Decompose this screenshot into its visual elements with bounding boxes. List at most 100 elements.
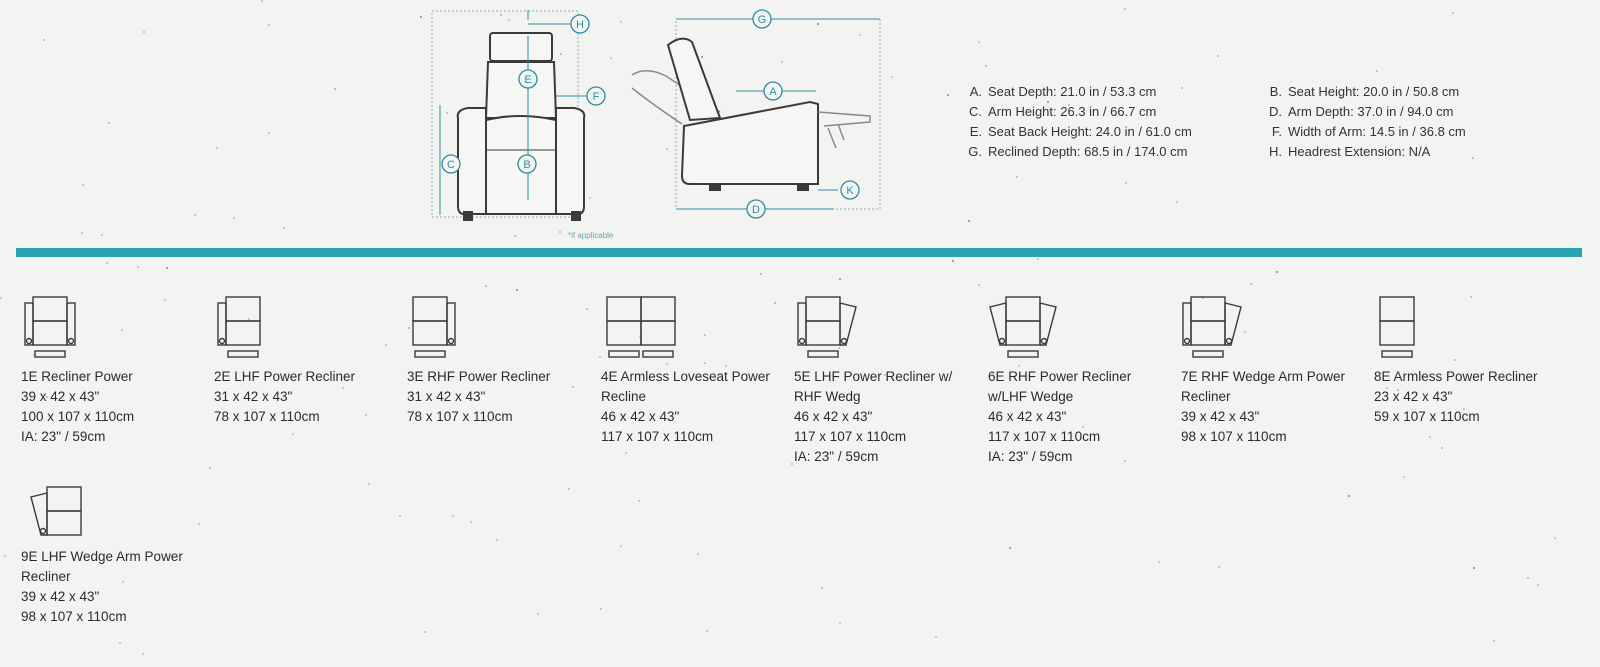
paper-speck <box>1082 426 1084 428</box>
paper-speck <box>1181 87 1183 89</box>
paper-speck <box>292 433 294 435</box>
paper-speck <box>1218 566 1220 568</box>
paper-speck <box>446 112 448 114</box>
paper-speck <box>968 220 970 222</box>
module-6e[interactable]: 6E RHF Power Recliner w/LHF Wedge 46 x 4… <box>988 295 1173 467</box>
module-1e[interactable]: 1E Recliner Power 39 x 42 x 43" 100 x 10… <box>21 295 206 447</box>
module-name: 3E RHF Power Recliner <box>407 369 551 384</box>
paper-speck <box>985 65 987 67</box>
paper-speck <box>46 396 48 398</box>
front-view-drawing <box>431 10 586 221</box>
paper-speck <box>1244 331 1246 333</box>
paper-speck <box>81 232 83 234</box>
spec-item-c: C.Arm Height: 26.3 in / 66.7 cm <box>969 104 1157 119</box>
paper-speck <box>0 297 2 299</box>
paper-speck <box>1382 151 1384 153</box>
svg-text:A: A <box>769 86 777 98</box>
module-4e[interactable]: 4E Armless Loveseat Power Recline 46 x 4… <box>601 295 786 447</box>
paper-speck <box>137 266 139 268</box>
paper-speck <box>559 231 561 233</box>
paper-speck <box>1537 584 1539 586</box>
marker-f: F <box>586 86 606 106</box>
paper-speck <box>1101 132 1103 134</box>
module-dims-cm: 98 x 107 x 110cm <box>1181 429 1287 444</box>
paper-speck <box>600 608 602 610</box>
section-divider <box>16 248 1582 257</box>
paper-speck <box>760 273 762 275</box>
module-3e[interactable]: 3E RHF Power Recliner 31 x 42 x 43" 78 x… <box>407 295 592 427</box>
module-dims-in: 46 x 42 x 43" <box>601 409 680 424</box>
module-8e[interactable]: 8E Armless Power Recliner 23 x 42 x 43" … <box>1374 295 1559 427</box>
paper-speck <box>1250 283 1252 285</box>
paper-speck <box>791 463 793 465</box>
paper-speck <box>620 545 622 547</box>
module-name: 5E LHF Power Recliner w/ RHF Wedg <box>794 369 953 404</box>
paper-speck <box>1217 55 1219 57</box>
paper-speck <box>101 234 103 236</box>
paper-speck <box>1018 365 1020 367</box>
paper-speck <box>119 642 121 644</box>
module-name: 9E LHF Wedge Arm Power Recliner <box>21 549 183 584</box>
paper-speck <box>1470 296 1472 298</box>
paper-speck <box>704 334 706 336</box>
module-dims-cm: 78 x 107 x 110cm <box>214 409 320 424</box>
module-dims-cm: 98 x 107 x 110cm <box>21 609 127 624</box>
module-9e[interactable]: 9E LHF Wedge Arm Power Recliner 39 x 42 … <box>21 485 206 627</box>
paper-speck <box>248 318 250 320</box>
module-name: 8E Armless Power Recliner <box>1374 369 1538 384</box>
paper-speck <box>1386 387 1388 389</box>
paper-speck <box>1554 537 1556 539</box>
paper-speck <box>1472 157 1474 159</box>
recliner-dimension-diagram: H E F C B G A D K *if applicable <box>420 0 910 245</box>
rhf-recliner-lhf-wedge-icon <box>989 296 1057 358</box>
paper-speck <box>1429 436 1431 438</box>
paper-speck <box>1421 375 1423 377</box>
paper-speck <box>164 299 166 301</box>
module-5e[interactable]: 5E LHF Power Recliner w/ RHF Wedg 46 x 4… <box>794 295 979 467</box>
paper-speck <box>821 587 823 589</box>
paper-speck <box>261 0 263 2</box>
paper-speck <box>774 302 776 304</box>
paper-speck <box>1473 567 1475 569</box>
paper-speck <box>620 21 622 23</box>
paper-speck <box>952 260 954 262</box>
spec-item-h: H.Headrest Extension: N/A <box>1269 144 1431 159</box>
paper-speck <box>121 329 123 331</box>
marker-b: B <box>517 154 537 174</box>
module-2e[interactable]: 2E LHF Power Recliner 31 x 42 x 43" 78 x… <box>214 295 399 427</box>
spec-item-b: B.Seat Height: 20.0 in / 50.8 cm <box>1269 84 1460 99</box>
paper-speck <box>106 262 108 264</box>
paper-speck <box>978 41 980 43</box>
dimension-markers: H E F C B G A D K <box>441 9 860 219</box>
spec-item-a: A.Seat Depth: 21.0 in / 53.3 cm <box>969 84 1157 99</box>
marker-g: G <box>752 9 772 29</box>
lhf-wedge-arm-recliner-icon <box>30 486 82 536</box>
module-dims-in: 46 x 42 x 43" <box>794 409 873 424</box>
module-ia: IA: 23" / 59cm <box>21 429 106 444</box>
paper-speck <box>142 653 144 655</box>
paper-speck <box>666 148 668 150</box>
paper-speck <box>781 61 783 63</box>
rhf-wedge-arm-recliner-icon <box>1182 296 1242 358</box>
paper-speck <box>638 500 640 502</box>
paper-speck <box>342 387 344 389</box>
paper-speck <box>599 356 601 358</box>
marker-h: H <box>570 14 590 34</box>
module-7e[interactable]: 7E RHF Wedge Arm Power Recliner 39 x 42 … <box>1181 295 1366 447</box>
paper-speck <box>704 362 706 364</box>
paper-speck <box>233 217 235 219</box>
module-ia: IA: 23" / 59cm <box>794 449 879 464</box>
paper-speck <box>568 488 570 490</box>
paper-speck <box>399 515 401 517</box>
svg-text:D: D <box>752 204 760 216</box>
paper-speck <box>817 23 819 25</box>
paper-speck <box>1340 96 1342 98</box>
paper-speck <box>572 386 574 388</box>
paper-speck <box>725 365 727 367</box>
paper-speck <box>701 56 703 58</box>
module-name: 4E Armless Loveseat Power Recline <box>601 369 770 404</box>
paper-speck <box>1124 460 1126 462</box>
module-dims-in: 39 x 42 x 43" <box>1181 409 1260 424</box>
svg-text:E: E <box>524 74 531 86</box>
paper-speck <box>516 289 518 291</box>
